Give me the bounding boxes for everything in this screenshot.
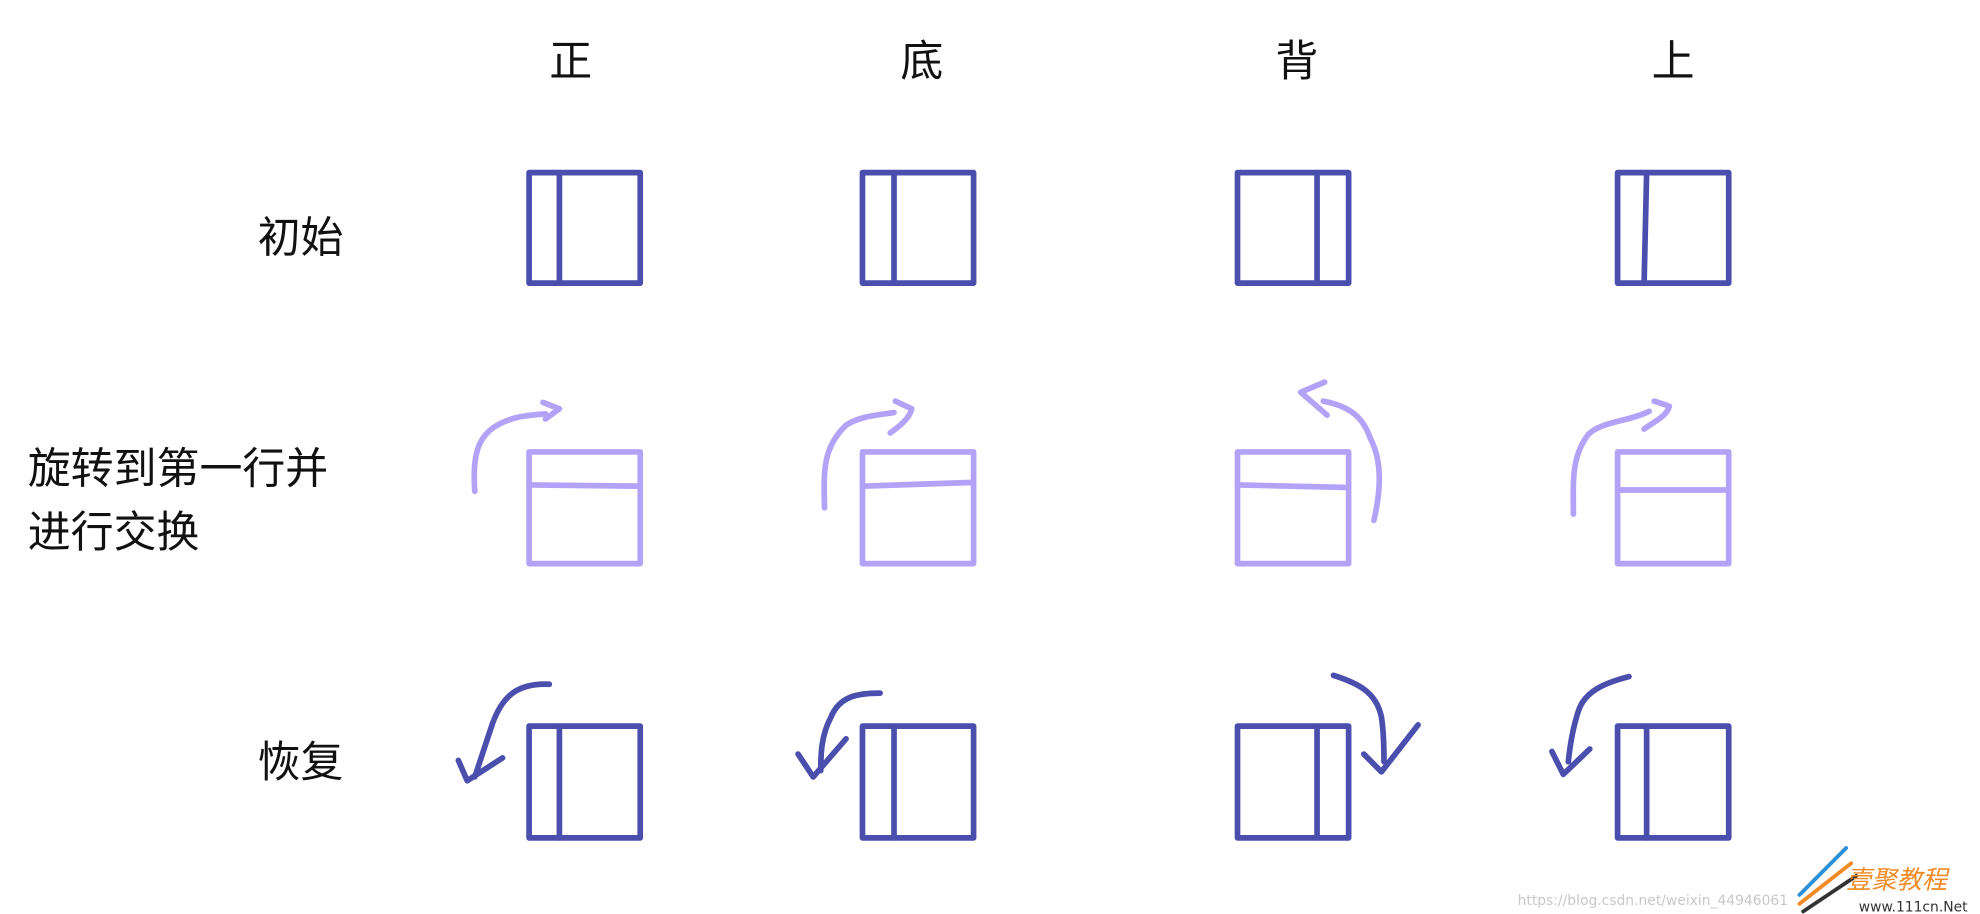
column-header-front: 正	[549, 37, 592, 87]
initial-bottom-square	[859, 169, 977, 286]
restore-front-square	[526, 723, 644, 841]
rotated-top-square	[1614, 449, 1732, 567]
restore-top-square	[1614, 723, 1732, 841]
column-header-back: 背	[1275, 37, 1318, 87]
row-label-restore: 恢复	[258, 738, 344, 788]
rotate-arrow-icon	[1570, 398, 1673, 517]
initial-back-square	[1234, 169, 1352, 286]
watermark-logo-text: 壹聚教程	[1846, 865, 1951, 895]
row-label-initial: 初始	[258, 214, 344, 264]
rotated-back-square	[1234, 449, 1352, 567]
rotate-arrow-icon	[821, 398, 915, 511]
watermark-logo: 壹聚教程 www.111cn.Net	[1797, 846, 1968, 914]
column-header-top: 上	[1652, 37, 1695, 87]
rotate-arrow-icon	[1297, 379, 1383, 524]
restore-back-square	[1234, 723, 1352, 841]
restore-bottom-square	[859, 723, 977, 841]
restore-arrow-icon	[795, 690, 883, 780]
rotated-front-square	[526, 449, 644, 567]
rotate-arrow-icon	[471, 399, 563, 495]
rotated-bottom-square	[859, 449, 977, 567]
restore-arrow-icon	[1549, 673, 1632, 778]
restore-arrow-icon	[455, 681, 553, 784]
initial-top-square	[1614, 169, 1732, 286]
restore-arrow-icon	[1330, 672, 1421, 775]
initial-front-square	[526, 169, 644, 286]
row-label-rotate-line1: 旋转到第一行并	[28, 445, 328, 495]
watermark-site: www.111cn.Net	[1859, 899, 1968, 914]
watermark-url: https://blog.csdn.net/weixin_44946061	[1518, 893, 1788, 909]
row-label-rotate-line2: 进行交换	[28, 508, 200, 558]
column-header-bottom: 底	[900, 37, 943, 87]
